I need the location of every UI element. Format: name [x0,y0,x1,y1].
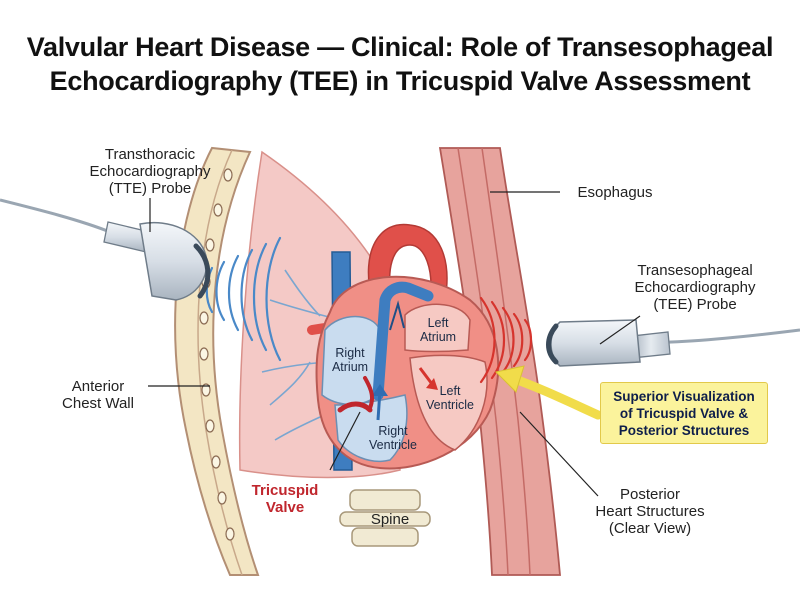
title-line-1: Valvular Heart Disease — Clinical: Role … [26,32,774,62]
label-left-atrium: Left Atrium [419,316,457,344]
left-atrium-chamber [404,303,471,353]
flow-arrow-red [418,367,434,385]
title-line-2: Echocardiography (TEE) in Tricuspid Valv… [49,66,751,96]
pulmonary-trunk-blue [372,281,434,401]
tte-waves [205,236,282,362]
label-posterior-heart-structures: Posterior Heart Structures (Clear View) [595,486,705,537]
tee-probe-icon [546,319,800,367]
spine [339,489,431,547]
label-esophagus: Esophagus [577,184,653,201]
label-tte-probe: Transthoracic Echocardiography (TTE) Pro… [89,146,211,197]
callout-arrow [507,373,603,420]
label-right-ventricle: Right Ventricle [369,424,417,452]
label-right-atrium: Right Atrium [331,346,369,374]
tee-waves [479,296,533,384]
page-title: Valvular Heart Disease — Clinical: Role … [0,30,800,98]
label-left-ventricle: Left Ventricle [426,384,474,412]
label-tee-probe: Transesophageal Echocardiography (TEE) P… [634,262,756,313]
tricuspid-valve-leaflet [337,401,373,413]
label-anterior-chest-wall: Anterior Chest Wall [62,378,134,412]
leader-lines [148,191,641,497]
label-tricuspid-valve: Tricuspid Valve [251,482,319,516]
label-spine: Spine [370,511,410,528]
callout-superior-visualization: Superior Visualization of Tricuspid Valv… [600,382,768,444]
tte-probe-icon [0,198,211,301]
chest-wall-ribs [199,168,235,541]
